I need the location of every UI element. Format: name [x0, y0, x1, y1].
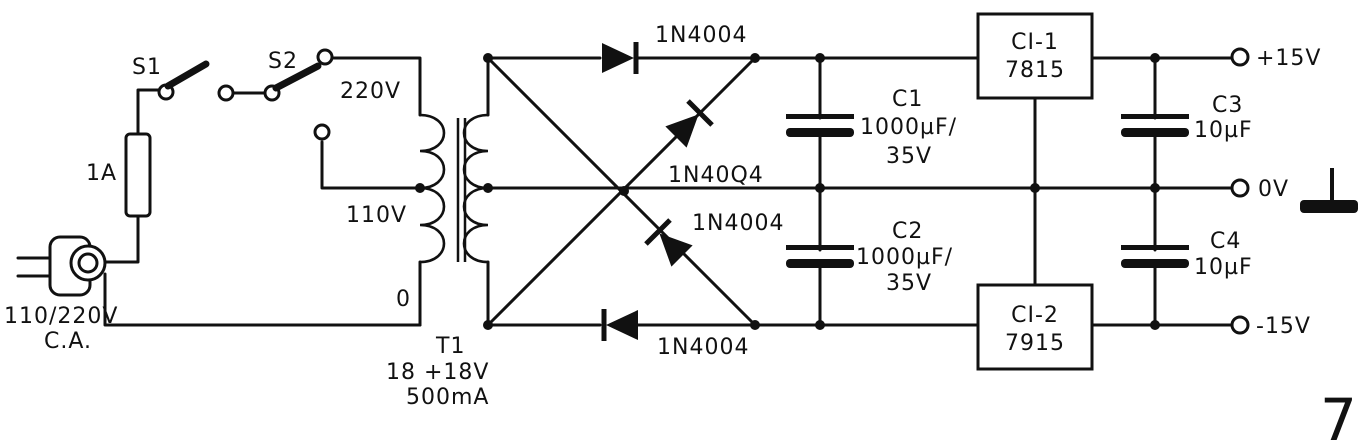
output-zero-terminal — [1230, 178, 1250, 198]
diode-bottom-label: 1N4004 — [657, 335, 749, 360]
regulator-ci1-name: CI-1 — [1011, 30, 1059, 55]
diode-mid-lower-label: 1N4004 — [692, 211, 784, 236]
transformer-rating-label: 18 +18V — [386, 360, 489, 385]
diode-mid-upper-label: 1N40Q4 — [668, 163, 764, 188]
capacitor-c3-value: 10µF — [1194, 118, 1253, 143]
tap-110-label: 110V — [346, 203, 407, 228]
output-pos-terminal — [1230, 47, 1250, 67]
diode-mid-lower-icon — [644, 218, 693, 267]
capacitor-c2-value: 1000µF/ — [856, 245, 953, 270]
tap-110-terminal — [313, 123, 331, 141]
transformer-icon — [419, 113, 489, 264]
capacitor-c3-icon — [1121, 114, 1189, 137]
plug-type-label: C.A. — [44, 329, 92, 354]
capacitor-c1-value: 1000µF/ — [860, 115, 957, 140]
transformer-current-label: 500mA — [406, 385, 489, 410]
ground-icon — [1300, 168, 1358, 213]
switch-s1-label: S1 — [132, 55, 162, 80]
mains-plug-icon — [16, 235, 107, 297]
capacitor-c2-voltage: 35V — [886, 271, 932, 296]
diode-top-label: 1N4004 — [655, 23, 747, 48]
capacitor-c3-name: C3 — [1212, 93, 1243, 118]
regulator-ci2-name: CI-2 — [1011, 303, 1059, 328]
capacitor-c2-name: C2 — [892, 219, 923, 244]
output-neg-label: -15V — [1256, 314, 1311, 339]
regulator-ci2: CI-2 7915 — [976, 283, 1094, 371]
capacitor-c4-name: C4 — [1210, 229, 1241, 254]
capacitor-c1-name: C1 — [892, 87, 923, 112]
regulator-ci1-part: 7815 — [1005, 58, 1065, 83]
switch-s2-label: S2 — [268, 49, 298, 74]
switch-s2-icon — [263, 48, 334, 102]
plug-voltage-label: 110/220V — [4, 304, 118, 329]
regulator-ci2-part: 7915 — [1005, 331, 1065, 356]
tap-220-label: 220V — [340, 79, 401, 104]
capacitor-c4-value: 10µF — [1194, 255, 1253, 280]
figure-number: 7 — [1320, 386, 1357, 448]
regulator-ci1: CI-1 7815 — [976, 12, 1094, 100]
capacitor-c4-icon — [1121, 245, 1189, 268]
tap-0-label: 0 — [396, 287, 411, 312]
transformer-name-label: T1 — [435, 334, 465, 359]
switch-s1-icon — [157, 60, 235, 102]
capacitor-c1-icon — [786, 114, 854, 137]
output-pos-label: +15V — [1256, 46, 1321, 71]
output-neg-terminal — [1230, 315, 1250, 335]
output-zero-label: 0V — [1258, 177, 1289, 202]
fuse-label: 1A — [86, 161, 117, 186]
diode-top-icon — [602, 42, 639, 74]
capacitor-c1-voltage: 35V — [886, 144, 932, 169]
diode-mid-upper-icon — [665, 99, 714, 148]
diode-bottom-icon — [601, 309, 638, 341]
output-terminals — [1230, 47, 1250, 335]
fuse-icon — [124, 132, 152, 218]
capacitor-c2-icon — [786, 245, 854, 268]
